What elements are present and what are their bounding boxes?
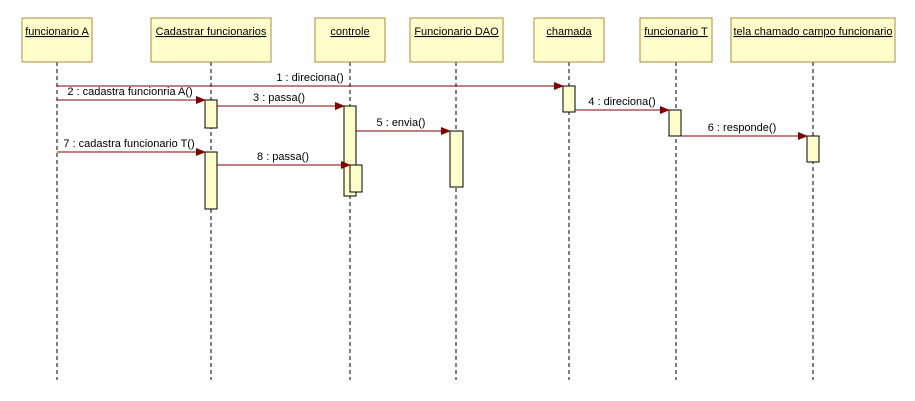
activation-bar-cham <box>562 85 576 113</box>
lifeline-name: funcionario T <box>644 26 708 38</box>
lifeline-box[interactable] <box>533 17 605 63</box>
lifeline-funcA[interactable]: funcionario A <box>21 17 93 380</box>
activation-bar-cad <box>204 99 218 129</box>
message-5[interactable]: 5 : envia() <box>356 117 451 135</box>
lifeline-box[interactable] <box>639 17 713 63</box>
message-4[interactable]: 4 : direciona() <box>575 96 670 114</box>
lifeline-tela[interactable]: tela chamado campo funcionario <box>730 17 896 380</box>
message-label: 2 : cadastra funcionria A() <box>67 86 192 98</box>
lifeline-box[interactable] <box>150 17 272 63</box>
lifeline-box[interactable] <box>409 17 504 63</box>
lifeline-name: chamada <box>546 26 592 38</box>
message-label: 1 : direciona() <box>276 72 343 84</box>
message-8[interactable]: 8 : passa() <box>217 151 351 169</box>
message-label: 3 : passa() <box>253 92 305 104</box>
lifeline-box[interactable] <box>730 17 896 63</box>
message-label: 7 : cadastra funcionario T() <box>63 138 194 150</box>
lifeline-name: Funcionario DAO <box>414 26 499 38</box>
lifeline-name: controle <box>330 26 369 38</box>
message-label: 6 : responde() <box>708 122 776 134</box>
message-1[interactable]: 1 : direciona() <box>57 72 564 90</box>
message-6[interactable]: 6 : responde() <box>681 122 808 140</box>
lifeline-name: tela chamado campo funcionario <box>734 26 893 38</box>
activation-bar-tela <box>806 135 820 163</box>
activation-bar-ctrl <box>349 164 363 193</box>
lifeline-cad[interactable]: Cadastrar funcionarios <box>150 17 272 380</box>
lifeline-box[interactable] <box>314 17 386 63</box>
message-7[interactable]: 7 : cadastra funcionario T() <box>57 138 206 156</box>
lifeline-dao[interactable]: Funcionario DAO <box>409 17 504 380</box>
lifeline-funcT[interactable]: funcionario T <box>639 17 713 380</box>
activation-bar-cad <box>204 151 218 210</box>
lifeline-ctrl[interactable]: controle <box>314 17 386 380</box>
message-label: 8 : passa() <box>257 151 309 163</box>
message-3[interactable]: 3 : passa() <box>217 92 345 110</box>
message-label: 5 : envia() <box>377 117 426 129</box>
lifeline-name: funcionario A <box>25 26 89 38</box>
lifeline-name: Cadastrar funcionarios <box>156 26 267 38</box>
message-label: 4 : direciona() <box>588 96 655 108</box>
lifeline-box[interactable] <box>21 17 93 63</box>
message-2[interactable]: 2 : cadastra funcionria A() <box>57 86 206 104</box>
lifeline-cham[interactable]: chamada <box>533 17 605 380</box>
activation-bar-funcT <box>668 109 682 137</box>
activation-bar-dao <box>449 130 464 188</box>
